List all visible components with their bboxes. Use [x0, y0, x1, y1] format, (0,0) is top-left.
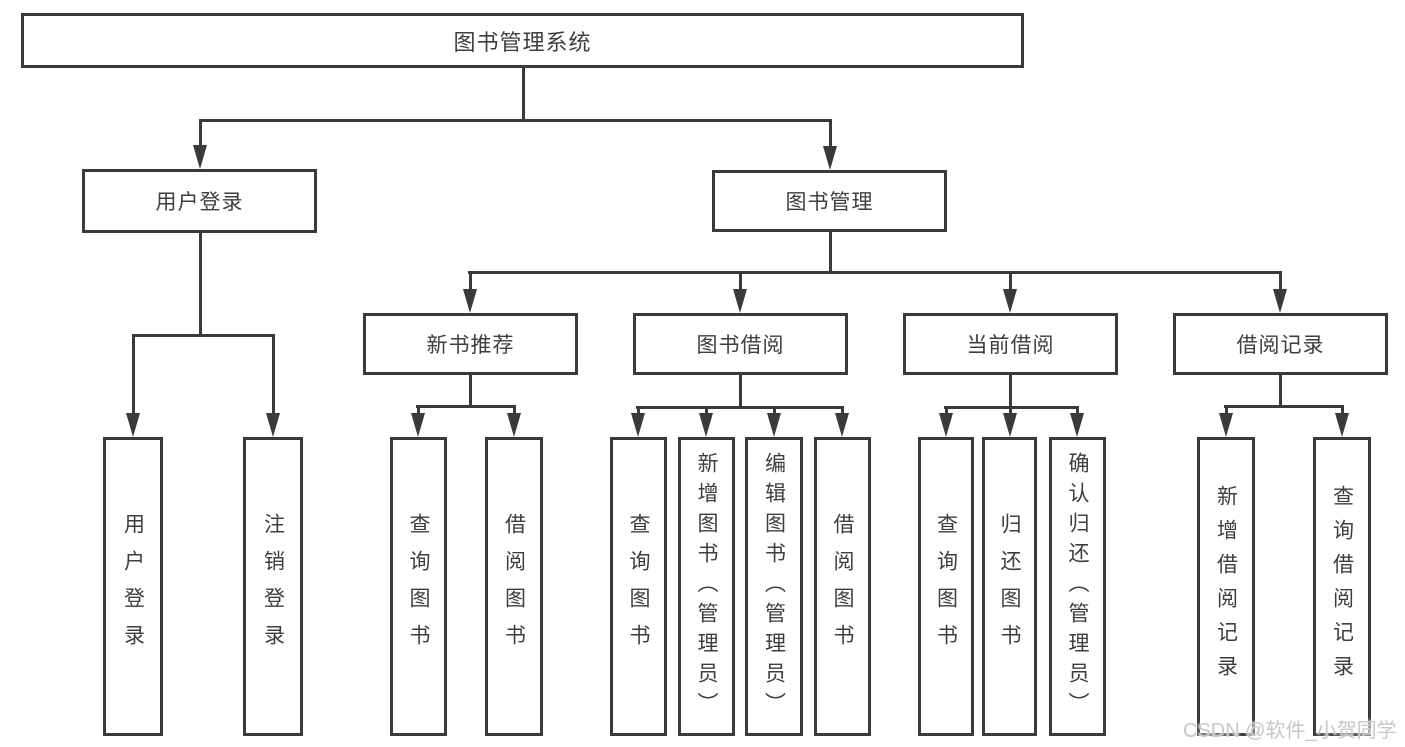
tree-line-vertical [468, 375, 472, 408]
node-label: 图书借阅 [696, 334, 785, 357]
arrowhead-icon [1218, 413, 1233, 437]
node-label: 查询图书 [627, 512, 650, 661]
leaf-query-books-2: 查询图书 [610, 437, 667, 736]
tree-line-horizontal [944, 405, 1079, 409]
node-label: 归还图书 [998, 512, 1021, 661]
arrow-stem [512, 406, 516, 415]
arrowhead-icon [630, 413, 645, 437]
leaf-borrow-books-1: 借阅图书 [485, 437, 543, 736]
arrowhead-icon [732, 289, 747, 313]
node-label: 注销登录 [261, 512, 285, 661]
leaf-query-books-3: 查询图书 [918, 437, 974, 736]
tree-line-vertical [828, 232, 832, 274]
node-user-login: 用户登录 [82, 169, 317, 233]
arrowhead-icon [506, 413, 521, 437]
arrow-stem [1278, 272, 1282, 291]
arrowhead-icon [1002, 289, 1017, 313]
node-label: 借阅图书 [831, 512, 854, 661]
node-label: 查询借阅记录 [1330, 484, 1354, 689]
arrowhead-icon [125, 413, 140, 437]
node-new-book-recommend: 新书推荐 [363, 313, 578, 375]
arrow-stem [944, 407, 948, 415]
tree-line-horizontal [1224, 404, 1344, 408]
arrow-stem [828, 120, 832, 148]
tree-line-horizontal [416, 404, 516, 408]
arrow-stem [636, 407, 640, 415]
node-book-management: 图书管理 [712, 170, 947, 232]
arrow-stem [1340, 406, 1344, 415]
node-label: 编辑图书（管理员） [762, 451, 786, 722]
tree-line-horizontal [199, 118, 832, 122]
leaf-add-borrow-record: 新增借阅记录 [1197, 437, 1255, 736]
arrow-stem [198, 120, 202, 147]
node-label: 图书管理 [785, 191, 874, 214]
node-label: 图书管理系统 [453, 29, 592, 55]
arrowhead-icon [698, 413, 713, 437]
leaf-borrow-books-2: 借阅图书 [814, 437, 871, 736]
arrowhead-icon [1272, 289, 1287, 313]
leaf-logout: 注销登录 [243, 437, 303, 736]
node-label: 新增借阅记录 [1214, 484, 1238, 689]
arrowhead-icon [766, 413, 781, 437]
csdn-watermark: CSDN @软件_小贺同学 [1183, 720, 1397, 742]
tree-line-horizontal [132, 333, 275, 337]
node-label: 借阅记录 [1236, 334, 1325, 357]
arrowhead-icon [834, 413, 849, 437]
arrow-stem [840, 407, 844, 415]
arrow-stem [1008, 407, 1012, 415]
arrow-stem [468, 272, 472, 291]
leaf-return-books: 归还图书 [982, 437, 1037, 736]
tree-line-vertical [1008, 375, 1012, 409]
arrowhead-icon [822, 146, 837, 170]
arrowhead-icon [1069, 413, 1084, 437]
arrow-stem [131, 335, 135, 415]
arrowhead-icon [410, 413, 425, 437]
node-label: 借阅图书 [502, 512, 526, 661]
arrowhead-icon [1334, 413, 1349, 437]
node-label: 确认归还（管理员） [1066, 451, 1089, 722]
arrowhead-icon [462, 289, 477, 313]
tree-line-vertical [1278, 375, 1282, 408]
arrow-stem [738, 272, 742, 291]
node-label: 用户登录 [121, 512, 145, 661]
leaf-user-login: 用户登录 [103, 437, 163, 736]
arrow-stem [1008, 272, 1012, 291]
node-label: 当前借阅 [966, 334, 1055, 357]
node-current-borrow: 当前借阅 [903, 313, 1118, 375]
leaf-edit-books-admin: 编辑图书（管理员） [745, 437, 803, 736]
node-label: 查询图书 [934, 512, 958, 661]
node-borrow-records: 借阅记录 [1173, 313, 1388, 375]
leaf-add-books-admin: 新增图书（管理员） [678, 437, 735, 736]
leaf-query-borrow-record: 查询借阅记录 [1313, 437, 1371, 736]
tree-line-horizontal [468, 270, 1282, 274]
node-label: 新书推荐 [426, 334, 515, 357]
arrow-stem [1075, 407, 1079, 415]
arrowhead-icon [192, 145, 207, 169]
arrowhead-icon [1002, 413, 1017, 437]
node-label: 查询图书 [407, 512, 430, 661]
node-label: 新增图书（管理员） [695, 451, 718, 722]
arrowhead-icon [265, 413, 280, 437]
tree-line-vertical [738, 375, 742, 409]
leaf-query-books-1: 查询图书 [390, 437, 447, 736]
arrow-stem [271, 335, 275, 415]
node-label: 用户登录 [155, 191, 244, 214]
node-book-borrow: 图书借阅 [633, 313, 848, 375]
node-root-system: 图书管理系统 [21, 13, 1024, 68]
arrowhead-icon [938, 413, 953, 437]
tree-line-vertical [198, 233, 202, 337]
arrow-stem [1224, 406, 1228, 415]
tree-line-vertical [521, 68, 525, 122]
arrow-stem [772, 407, 776, 415]
leaf-confirm-return-admin: 确认归还（管理员） [1049, 437, 1106, 736]
arrow-stem [704, 407, 708, 415]
tree-line-horizontal [636, 405, 844, 409]
arrow-stem [416, 406, 420, 415]
